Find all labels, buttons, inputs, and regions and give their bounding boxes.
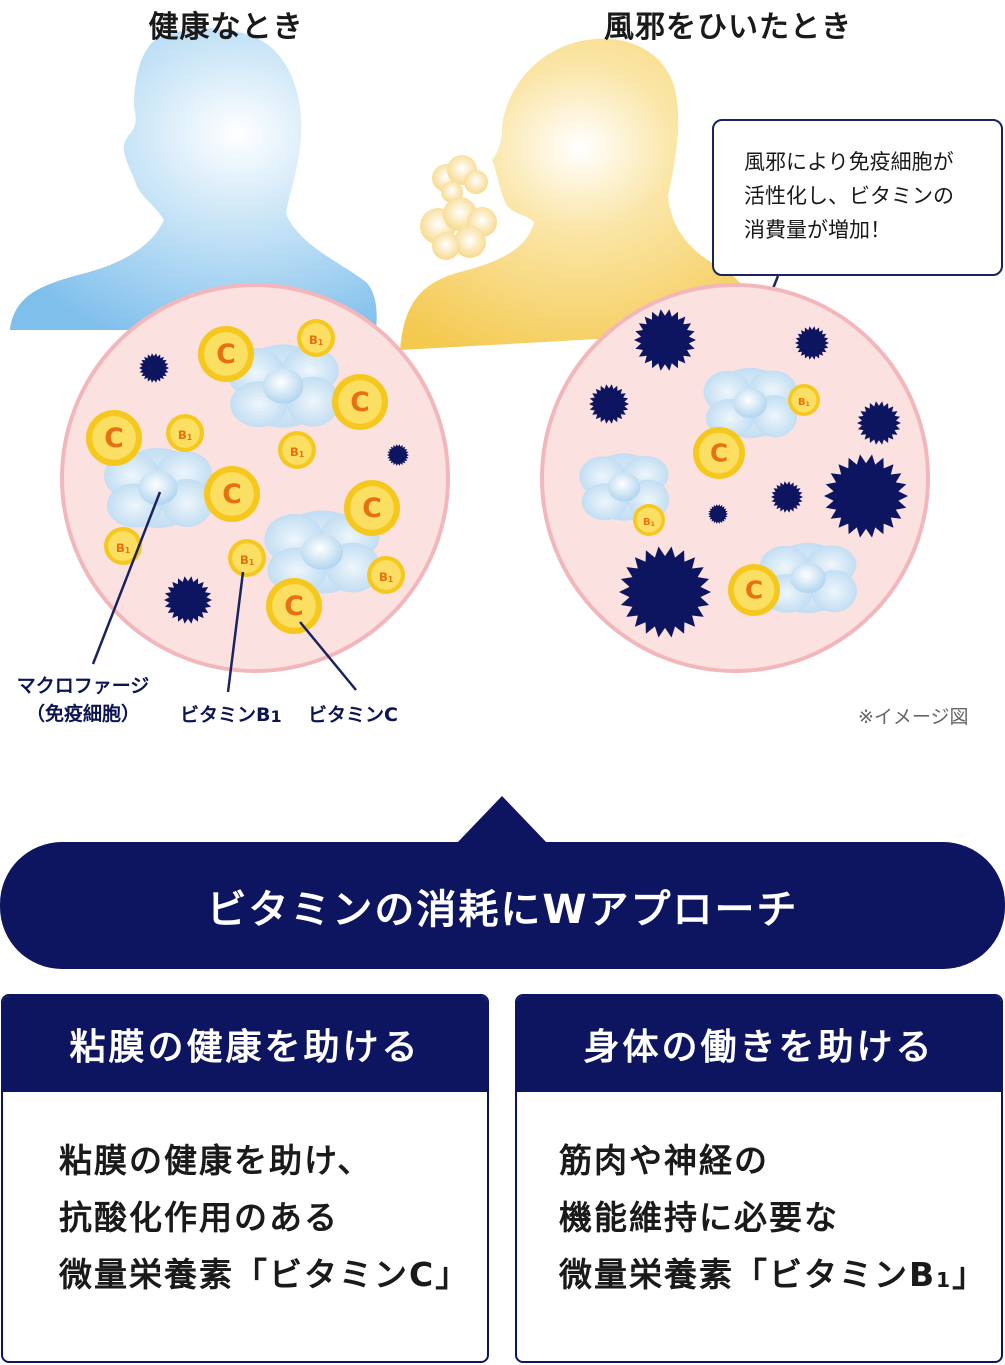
virus-icon [387,444,409,466]
label-macrophage-line2: （免疫細胞） [25,703,140,725]
svg-text:C: C [216,339,236,370]
svg-text:C: C [362,493,382,524]
virus-icon [164,576,212,624]
heading-cold: 風邪をひいたとき [604,10,852,45]
vitamin-c-bubble-icon: C [266,578,322,634]
svg-text:C: C [710,438,728,467]
vitamin-c-bubble-icon: C [86,410,142,466]
macrophage-cell-icon [579,453,670,521]
virus-icon [824,454,908,538]
card-line-end: 」 [952,1255,988,1294]
vitamin-b1-bubble-icon: B1 [104,527,142,565]
vitamin-c-bubble-icon: C [728,564,780,616]
macrophage-leader-line [91,491,162,665]
card-line: 微量栄養素「ビタミンB1」 [559,1246,1001,1308]
virus-icon [634,309,696,371]
virus-icon [795,326,829,360]
vitamin-b1-bubble-icon: B1 [166,414,204,452]
vitamin-b1-bubble-icon: B1 [228,539,266,577]
card-line: 機能維持に必要な [559,1198,839,1237]
card-body-function-body: 筋肉や神経の 機能維持に必要な 微量栄養素「ビタミンB1」 [517,1092,1001,1308]
virus-icon [139,353,169,383]
virus-icon [589,384,629,424]
svg-text:C: C [284,591,304,622]
vitamin-c-leader-line [299,621,357,691]
card-body-function-title: 身体の働きを助ける [517,996,1001,1092]
macrophage-cell-icon [703,367,797,439]
callout-box: 風邪により免疫細胞が 活性化し、ビタミンの 消費量が増加！ [712,119,1003,276]
svg-text:C: C [350,387,370,418]
image-note: ※イメージ図 [858,706,969,728]
card-mucosa-title: 粘膜の健康を助ける [3,996,487,1092]
approach-banner: ビタミンの消耗にWアプローチ [0,842,1005,969]
svg-text:C: C [222,479,242,510]
cough-cloud-icon [420,155,497,260]
card-body-function: 身体の働きを助ける 筋肉や神経の 機能維持に必要な 微量栄養素「ビタミンB1」 [515,994,1003,1363]
heading-healthy: 健康なとき [148,10,304,45]
vitamin-c-bubble-icon: C [332,374,388,430]
card-line-sub: 1 [936,1268,953,1292]
vitamin-c-bubble-icon: C [344,480,400,536]
vitamin-b1-bubble-icon: B1 [278,431,316,469]
vitamin-b1-bubble-icon: B1 [633,504,665,536]
virus-icon [619,546,711,638]
card-mucosa: 粘膜の健康を助ける 粘膜の健康を助け、 抗酸化作用のある 微量栄養素「ビタミンC… [1,994,489,1363]
vitamin-c-bubble-icon: C [198,326,254,382]
svg-text:B1: B1 [643,517,655,528]
label-vitamin-b1-text: ビタミンB [180,704,271,726]
callout-line: 活性化し、ビタミンの [744,184,954,208]
card-line-text: 微量栄養素「ビタミンB [559,1255,937,1294]
callout-line: 風邪により免疫細胞が [744,150,954,174]
card-line: 微量栄養素「ビタミンC」 [59,1255,471,1294]
card-line: 筋肉や神経の [559,1141,769,1180]
label-macrophage-line1: マクロファージ [16,675,150,697]
card-line: 粘膜の健康を助け、 [59,1141,373,1180]
svg-text:C: C [745,575,763,604]
banner-pointer [456,796,548,844]
vitamin-b1-bubble-icon: B1 [297,319,335,357]
vitamin-c-bubble-icon: C [204,466,260,522]
svg-text:C: C [104,423,124,454]
svg-text:B1: B1 [798,397,810,408]
virus-icon [857,401,901,445]
label-vitamin-b1: ビタミンB1 [180,700,282,727]
callout-line: 消費量が増加！ [744,218,891,242]
virus-icon [708,504,728,524]
person-silhouette-icon [400,38,760,351]
vitamin-b1-leader-line [226,571,245,693]
vitamin-b1-bubble-icon: B1 [788,384,820,416]
card-line: 抗酸化作用のある [59,1198,339,1237]
vitamin-b1-bubble-icon: B1 [367,556,405,594]
label-vitamin-c: ビタミンC [308,704,398,726]
vitamin-c-bubble-icon: C [693,427,745,479]
person-silhouette-icon [10,28,377,330]
card-mucosa-body: 粘膜の健康を助け、 抗酸化作用のある 微量栄養素「ビタミンC」 [3,1092,487,1303]
virus-icon [771,481,803,513]
label-macrophage: マクロファージ （免疫細胞） [8,672,158,728]
label-vitamin-b1-sub: 1 [270,707,282,726]
macrophage-cell-icon [264,510,381,594]
